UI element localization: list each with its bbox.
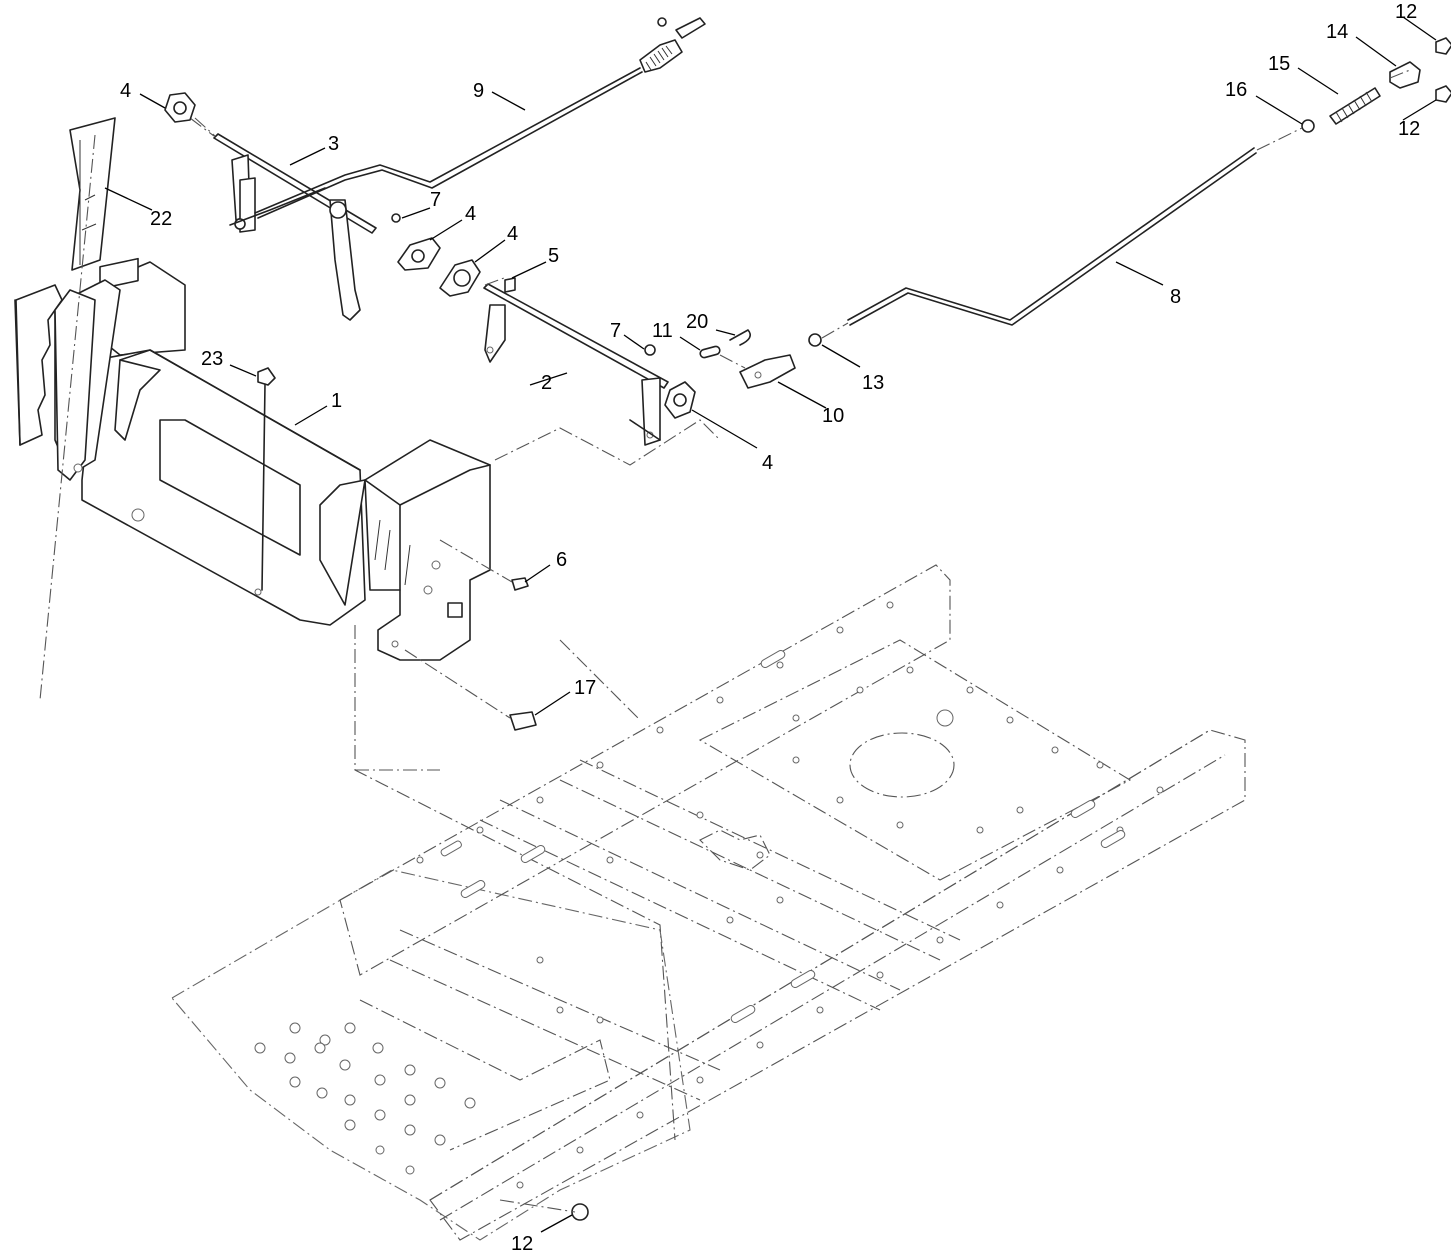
rack-plate-toothed [15,284,63,446]
rack-plate-rear [69,117,116,271]
bearing-flanges [164,92,696,419]
center-plate [698,639,1132,881]
panel-bracket-right [319,479,366,606]
callout-5: 5 [548,245,559,267]
callout-13: 13 [862,372,884,394]
pin-11 [699,345,721,359]
bolt-12-lower [1435,85,1451,103]
rod [847,147,1257,326]
cross-member-3 [389,929,721,1101]
callout-4-top-left: 4 [120,80,131,102]
callout-12-right: 12 [1398,118,1420,140]
floor-pan [171,869,691,1241]
rod-end-hardware [571,37,1451,1221]
callout-4-lower: 4 [762,452,773,474]
callout-11: 11 [652,320,673,342]
callout-16: 16 [1225,79,1247,101]
linkage-phantom [494,419,721,466]
callout-4-mid-2: 4 [507,223,518,245]
clip-20 [729,329,751,346]
side-bracket [364,439,491,661]
callout-1: 1 [331,390,342,412]
rack-plate-inner [54,289,96,481]
nut-7-lower [644,344,656,356]
frame-phantom [171,419,1246,1241]
cross-member-1 [479,799,901,1011]
screws [257,367,537,731]
callout-7-upper: 7 [430,189,441,211]
shaft-lower [483,277,669,446]
callout-22: 22 [150,208,172,230]
callout-3: 3 [328,133,339,155]
callout-20: 20 [686,311,708,333]
callout-12-top: 12 [1395,1,1417,23]
nut-7-upper [391,213,401,223]
small-hardware [391,213,822,389]
clevis-10 [739,354,796,389]
callout-8: 8 [1170,286,1181,308]
center-plate-opening [849,732,955,798]
callout-labels: 4 9 3 22 7 4 4 5 8 20 7 11 2 13 23 1 10 … [120,1,1420,1255]
nut-13 [808,333,822,347]
callout-10: 10 [822,405,844,427]
screw-23 [257,367,276,386]
assembly-phantom-lines [39,69,1411,1213]
rear-tray [359,999,611,1151]
callout-14: 14 [1326,21,1348,43]
cross-member-2 [559,759,961,961]
callout-15: 15 [1268,53,1290,75]
callout-23: 23 [201,348,223,370]
callout-9: 9 [473,80,484,102]
block-14 [1389,61,1421,89]
callout-4-mid-1: 4 [465,203,476,225]
callout-2: 2 [541,372,552,394]
panel-window [159,419,301,556]
callout-17: 17 [574,677,596,699]
main-rail-top [429,729,1211,1201]
spring-15 [1329,87,1381,125]
panel-housing [54,257,366,626]
bolt-12-upper [1435,37,1451,55]
rack-plates [14,117,116,481]
leader-lines [104,16,1437,1233]
callout-6: 6 [556,549,567,571]
frame-slots [440,650,1126,1023]
callout-7-lower: 7 [610,320,621,342]
callout-12-bottom: 12 [511,1233,533,1255]
screw-17 [509,711,537,731]
screw-6 [511,577,529,591]
washer-16 [1301,119,1315,133]
panel-bracket-phantom [354,625,676,1141]
control-cable [254,17,706,219]
main-rail [429,729,1246,1241]
shaft-upper [189,117,377,321]
panel-side-gusset [114,359,161,441]
